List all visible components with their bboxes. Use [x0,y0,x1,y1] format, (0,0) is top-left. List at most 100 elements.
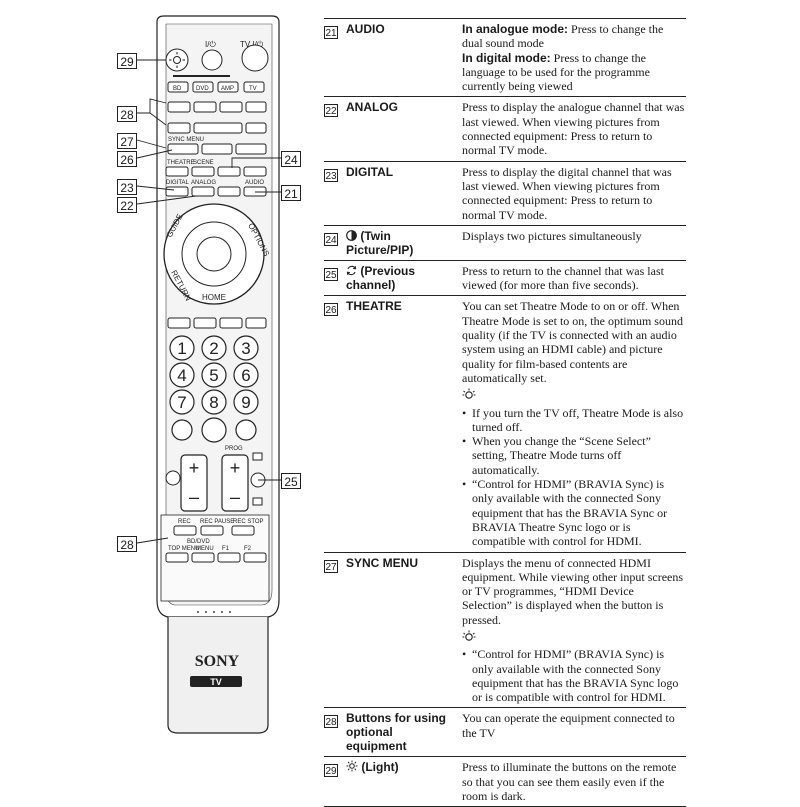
svg-text:3: 3 [241,339,250,358]
svg-text:BD/DVD: BD/DVD [187,539,210,545]
callout-22: 22 [117,197,137,213]
svg-text:AMP: AMP [221,86,234,92]
svg-text:DVD: DVD [196,86,209,92]
power-label: I/⏻ [205,40,216,49]
callout-23: 23 [117,179,137,195]
list-item: When you change the “Scene Select” setti… [462,434,686,477]
light-icon [346,760,358,772]
brand-logo: SONY [195,653,240,670]
svg-text:BD: BD [173,86,182,92]
source-buttons: BD DVD AMP TV [167,81,265,93]
table-row: 22 ANALOG Press to display the analogue … [324,97,686,162]
table-row: 21 AUDIO In analogue mode: Press to chan… [324,19,686,98]
row-number: 28 [324,715,338,729]
callout-26: 26 [117,151,137,167]
svg-text:TOP MENU: TOP MENU [168,546,199,552]
svg-text:TV: TV [249,86,257,92]
row-number: 23 [324,168,338,182]
row-description: You can operate the equipment connected … [462,711,675,740]
svg-text:F2: F2 [244,546,252,552]
svg-text:5: 5 [209,366,218,385]
svg-text:REC PAUSE: REC PAUSE [200,519,234,525]
svg-text:4: 4 [177,366,186,385]
hint-icon [462,630,476,641]
table-row: 29 (Light) Press to illuminate the butto… [324,757,686,807]
svg-text:MENU: MENU [196,546,214,552]
number-pad [169,335,259,443]
svg-text:7: 7 [177,393,186,412]
svg-text:+: + [189,458,200,478]
row-name: ANALOG [346,100,398,115]
function-table: 21 AUDIO In analogue mode: Press to chan… [324,18,686,807]
svg-text:+: + [230,458,241,478]
prog-label: PROG [225,446,243,452]
row-number: 21 [324,26,338,39]
row-description: Press to display the digital channel tha… [462,164,672,222]
row-number: 27 [324,559,338,573]
tv-power-label: TV I/⏻ [240,40,264,49]
table-row: 23 DIGITAL Press to display the digital … [324,162,686,226]
audio-label: AUDIO [245,180,264,186]
row-name: AUDIO [346,22,385,36]
row-description: Press to return to the channel that was … [462,263,664,293]
list-item: “Control for HDMI” (BRAVIA Sync) is only… [462,477,686,548]
svg-text:REC: REC [178,519,191,525]
tv-badge [190,676,242,687]
digital-label: DIGITAL [166,180,190,186]
row-description: Press to illuminate the buttons on the r… [462,760,677,804]
svg-text:9: 9 [241,393,250,412]
twin-picture-icon [346,229,357,241]
row-description: Displays two pictures simultaneously [462,228,642,243]
row-description: In analogue mode: Press to change the du… [462,22,664,94]
sync-menu-label: SYNC MENU [168,137,204,143]
callout-28-bottom: 28 [117,536,137,552]
previous-channel-icon [346,265,357,276]
table-row: 24 (Twin Picture/PIP) Displays two pictu… [324,226,686,261]
svg-text:HOME: HOME [202,293,226,302]
table-row: 25 (Previous channel) Press to return to… [324,261,686,297]
table-row: 26 THEATRE You can set Theatre Mode to o… [324,296,686,553]
row-number: 24 [324,232,338,246]
list-item: “Control for HDMI” (BRAVIA Sync) is only… [462,647,686,704]
svg-text:2: 2 [209,339,218,358]
svg-text:6: 6 [241,366,250,385]
row-name: (Light) [361,760,399,775]
light-button-icon [169,52,185,68]
row-name: THEATRE [346,299,402,314]
row-number: 26 [324,303,338,317]
svg-text:–: – [230,487,240,507]
analog-label: ANALOG [191,180,216,186]
callout-28-top: 28 [117,106,137,122]
callout-27: 27 [117,133,137,149]
row-number: 25 [324,267,338,281]
row-name: DIGITAL [346,164,394,179]
svg-text:TV: TV [210,677,222,687]
callout-25: 25 [281,473,301,489]
navigation-ring: GUIDE OPTIONS RETURN HOME [163,203,271,305]
list-item: If you turn the TV off, Theatre Mode is … [462,406,686,435]
row-name: SYNC MENU [346,555,419,570]
row-description: Press to display the analogue channel th… [462,100,685,158]
remote-illustration: I/⏻ TV I/⏻ BD DVD AMP TV SYNC MENU THEAT… [0,0,320,800]
svg-text:8: 8 [209,393,218,412]
row-name: Buttons for using optional equipment [346,711,446,754]
callout-21: 21 [281,185,301,201]
hint-icon [462,388,476,399]
callout-24: 24 [281,151,301,167]
row-name: (Twin Picture/PIP) [346,228,414,257]
scene-label: SCENE [193,160,214,166]
table-row: 27 SYNC MENU Displays the menu of connec… [324,553,686,709]
theatre-label: THEATRE [167,160,195,166]
remote-drawing: I/⏻ TV I/⏻ BD DVD AMP TV SYNC MENU THEAT… [136,15,281,734]
svg-text:–: – [189,487,199,507]
row-number: 22 [324,104,338,118]
svg-text:F1: F1 [222,546,230,552]
row-number: 29 [324,764,338,778]
svg-text:1: 1 [177,339,186,358]
transport-buttons [167,101,267,155]
callout-29: 29 [117,53,137,69]
svg-text:REC STOP: REC STOP [233,519,264,525]
row-description: You can set Theatre Mode to on or off. W… [462,299,683,385]
row-name: (Previous channel) [346,263,416,292]
table-row: 28 Buttons for using optional equipment … [324,708,686,758]
